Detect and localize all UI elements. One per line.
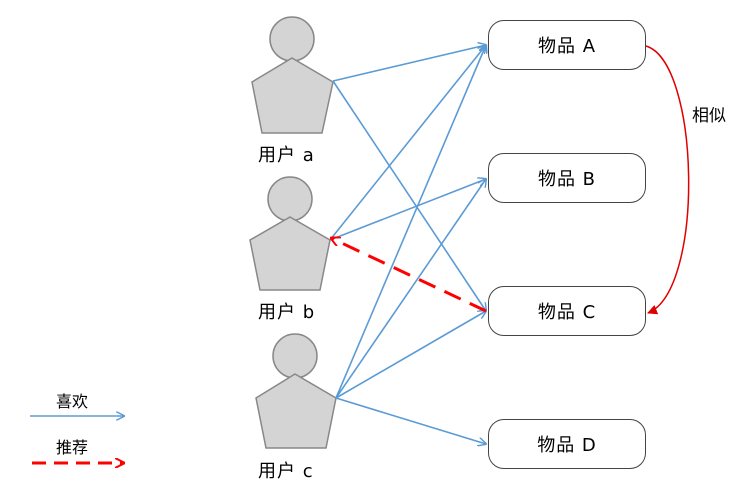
user-c-icon <box>255 333 337 449</box>
user-a-label: 用户 a <box>258 145 315 166</box>
like-edge-a-C <box>332 80 486 311</box>
item-a-box: 物品 A <box>488 20 646 70</box>
item-b-box: 物品 B <box>488 153 646 203</box>
edges-layer <box>330 45 486 444</box>
item-a-label: 物品 A <box>537 36 597 57</box>
similarity-arc <box>645 45 690 315</box>
item-d-label: 物品 D <box>537 435 597 456</box>
user-c-label: 用户 c <box>258 461 314 482</box>
user-b-label: 用户 b <box>258 302 316 323</box>
recommend-edge-C-b <box>331 238 487 313</box>
similarity-label: 相似 <box>692 106 726 126</box>
legend-recommend-label: 推荐 <box>56 438 89 457</box>
like-edge-a-A <box>332 45 486 82</box>
like-edge-b-B <box>329 179 486 241</box>
user-b-icon <box>249 176 331 291</box>
like-edge-c-A <box>335 45 486 399</box>
item-b-label: 物品 B <box>537 169 597 190</box>
item-d-box: 物品 D <box>488 419 646 469</box>
item-c-box: 物品 C <box>488 286 646 336</box>
item-c-label: 物品 C <box>537 302 597 323</box>
like-edge-c-C <box>335 311 486 399</box>
user-a-icon <box>251 16 334 134</box>
like-edge-b-A <box>329 45 486 241</box>
legend-like-label: 喜欢 <box>56 392 89 411</box>
like-edge-c-B <box>335 179 486 399</box>
like-edge-c-D <box>335 397 486 444</box>
